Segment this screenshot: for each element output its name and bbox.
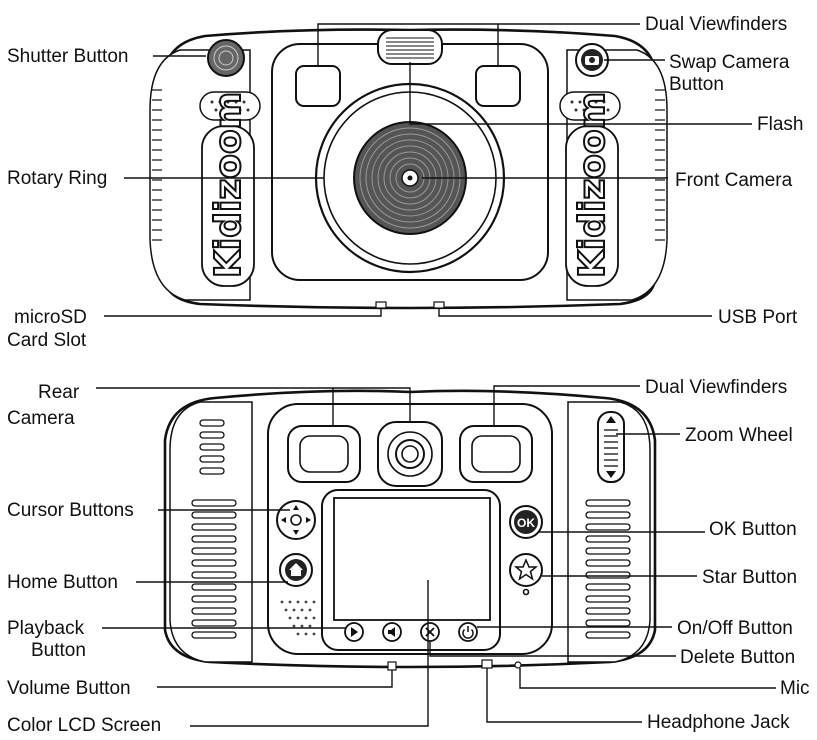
label-rotary-ring: Rotary Ring xyxy=(7,168,107,189)
label-home-button: Home Button xyxy=(7,572,118,593)
back-viewfinder-right xyxy=(459,425,533,483)
color-lcd-screen xyxy=(333,497,491,621)
label-shutter-button: Shutter Button xyxy=(7,46,128,67)
label-delete-button: Delete Button xyxy=(680,647,795,668)
flash-unit xyxy=(377,29,443,65)
label-rear-camera-1: Rear xyxy=(38,382,80,403)
label-dual-viewfinders: Dual Viewfinders xyxy=(645,14,787,35)
front-viewfinder-right xyxy=(475,65,521,107)
back-speaker-grille xyxy=(280,600,316,636)
label-mic: Mic xyxy=(780,678,810,699)
shutter-button[interactable] xyxy=(207,39,245,77)
ok-button-text: OK xyxy=(517,516,535,530)
power-icon xyxy=(462,626,474,639)
label-playback-1: Playback xyxy=(7,618,85,639)
label-rear-camera-2: Camera xyxy=(7,408,75,429)
front-right-logo: Kidizoom xyxy=(572,92,613,278)
front-right-logo-panel xyxy=(565,125,619,287)
label-cursor-buttons: Cursor Buttons xyxy=(7,500,134,521)
label-swap-camera-2: Button xyxy=(669,74,724,95)
label-usb-port: USB Port xyxy=(718,307,798,328)
label-playback-2: Button xyxy=(31,640,86,661)
label-front-camera: Front Camera xyxy=(675,170,793,191)
speaker-icon xyxy=(388,627,395,637)
label-volume-button: Volume Button xyxy=(7,678,131,699)
front-left-logo: Kidizoom xyxy=(208,92,249,278)
label-star-button: Star Button xyxy=(702,567,797,588)
label-headphone-jack: Headphone Jack xyxy=(647,712,790,733)
back-view: OK Re xyxy=(7,377,810,736)
label-microsd-1: microSD xyxy=(14,307,87,328)
front-viewfinder-left xyxy=(295,65,341,107)
front-right-speaker xyxy=(559,91,621,121)
label-ok-button: OK Button xyxy=(709,519,797,540)
front-left-speaker xyxy=(199,91,261,121)
label-swap-camera-1: Swap Camera xyxy=(669,52,790,73)
front-left-logo-panel xyxy=(201,125,255,287)
back-viewfinder-left xyxy=(287,425,361,483)
star-icon xyxy=(513,558,539,581)
label-zoom-wheel: Zoom Wheel xyxy=(685,425,793,446)
front-view: Kidizoom Kidizoom xyxy=(7,14,803,351)
label-lcd-screen: Color LCD Screen xyxy=(7,715,161,736)
play-icon xyxy=(351,627,358,637)
label-back-dual-viewfinders: Dual Viewfinders xyxy=(645,377,787,398)
label-onoff-button: On/Off Button xyxy=(677,618,793,639)
front-grip-ridges xyxy=(152,89,665,241)
label-flash: Flash xyxy=(757,114,803,135)
label-microsd-2: Card Slot xyxy=(7,330,87,351)
